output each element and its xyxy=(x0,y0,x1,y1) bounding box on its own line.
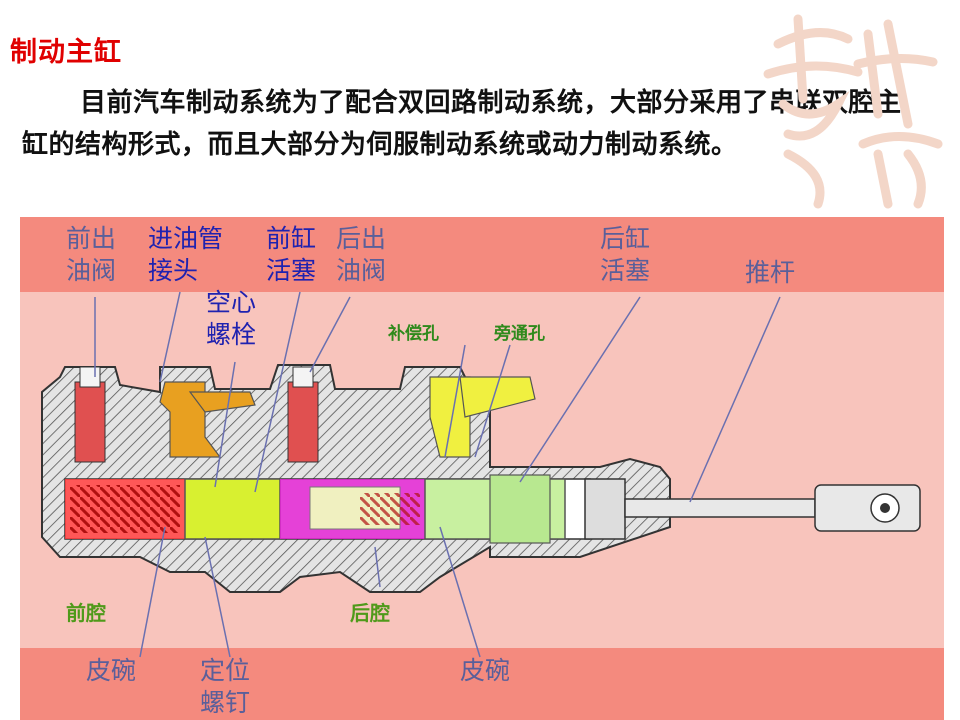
rear-outlet-valve-shape xyxy=(287,381,319,463)
label-cup-left: 皮碗 xyxy=(86,656,137,685)
front-piston-shape xyxy=(184,478,281,540)
label-hollow-bolt: 空心 螺栓 xyxy=(206,288,257,349)
label-inlet-pipe-joint: 进油管 接头 xyxy=(148,224,224,285)
master-cylinder-diagram xyxy=(41,291,921,658)
label-bypass-hole: 旁通孔 xyxy=(494,324,545,344)
label-locating-screw: 定位 螺钉 xyxy=(200,656,251,717)
label-push-rod: 推杆 xyxy=(745,258,796,287)
label-compensation-hole: 补偿孔 xyxy=(388,324,439,344)
label-front-piston: 前缸 活塞 xyxy=(266,224,317,285)
label-rear-chamber: 后腔 xyxy=(350,601,390,625)
diagram-panel: 前出 油阀 进油管 接头 前缸 活塞 后出 油阀 后缸 活塞 推杆 空心 螺栓 … xyxy=(20,217,944,720)
watermark-logo xyxy=(763,14,943,209)
front-outlet-valve-shape xyxy=(74,381,106,463)
label-front-chamber: 前腔 xyxy=(66,601,106,625)
label-front-outlet-valve: 前出 油阀 xyxy=(66,224,117,285)
body-paragraph: 目前汽车制动系统为了配合双回路制动系统，大部分采用了串联双腔主缸的结构形式，而且… xyxy=(22,88,902,160)
label-rear-piston: 后缸 活塞 xyxy=(600,224,651,285)
page-title: 制动主缸 xyxy=(10,37,122,68)
cylinder-body xyxy=(41,364,671,593)
label-cup-right: 皮碗 xyxy=(460,656,511,685)
push-rod-shape xyxy=(624,498,816,518)
label-rear-outlet-valve: 后出 油阀 xyxy=(336,224,387,285)
